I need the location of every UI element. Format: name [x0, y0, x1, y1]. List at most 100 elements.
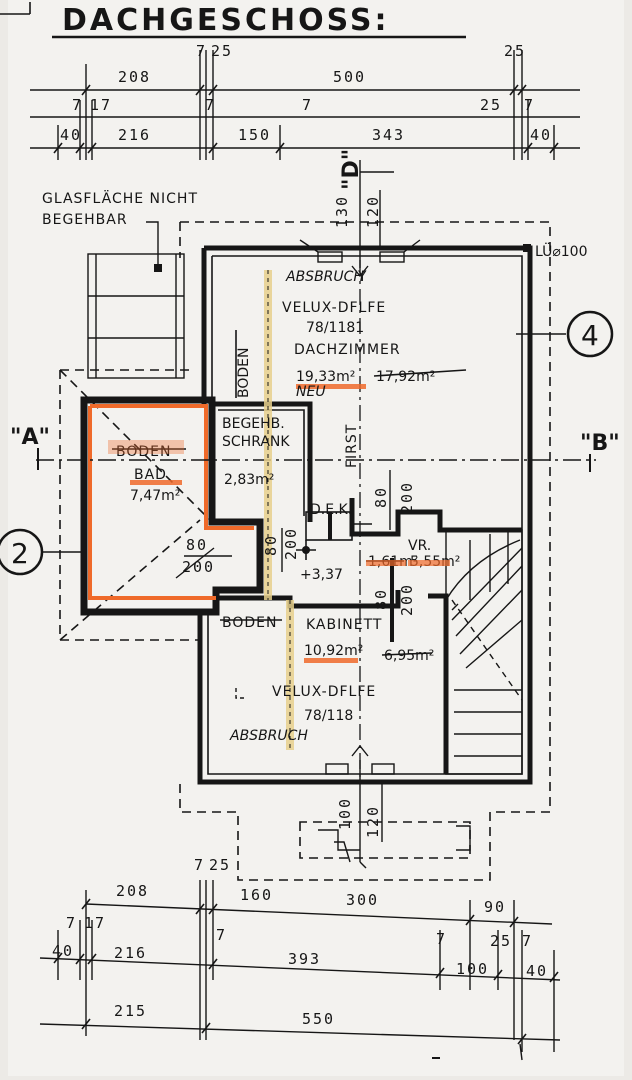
- glass-note-line2: BEGEHBAR: [42, 212, 128, 228]
- dim-top3-40: 40: [60, 126, 82, 144]
- kabinett-area-old-strike: [381, 652, 433, 656]
- dim-bottom1-25: 25: [209, 856, 231, 874]
- bad-name: BAD: [134, 467, 167, 483]
- door-bad-height: 200: [182, 558, 215, 576]
- door-bad: [175, 547, 232, 579]
- dim-top2-17: 17: [90, 96, 112, 114]
- door-dek-width: 80: [372, 486, 390, 508]
- marker-y-top: Y: [357, 269, 367, 285]
- section-lines: [36, 260, 596, 780]
- insulation-strip-upper: [264, 270, 272, 600]
- dim-bottom2-7d: 7: [522, 932, 533, 950]
- dim-bottom3-40: 40: [52, 942, 74, 960]
- dim-bottom2-7: 7: [66, 914, 77, 932]
- dachzimmer-size: 78/1181: [306, 320, 364, 336]
- dachzimmer-name: DACHZIMMER: [294, 342, 401, 358]
- top-window-detail: [299, 160, 421, 278]
- dachzimmer-area-old-strike: [373, 369, 467, 377]
- door-kab-width: 80: [372, 588, 390, 610]
- dim-top3-216: 216: [118, 126, 151, 144]
- top-dimension-chains: [30, 50, 580, 160]
- dim-top-25: 25: [211, 42, 233, 60]
- bad-boden-highlight: [108, 440, 184, 454]
- section-mark-b: "B": [580, 431, 620, 456]
- abstract-note-top: ABSBRUCH: [285, 269, 364, 285]
- dim-bottom3-393: 393: [288, 950, 321, 968]
- dachzimmer-area-highlight: [296, 384, 366, 389]
- dim-top-120: 120: [364, 195, 382, 228]
- door-dek-height: 200: [398, 481, 416, 514]
- door-bad-width: 80: [186, 536, 208, 554]
- bad-area: 7,47m²: [130, 488, 180, 504]
- dim-top2-7d: 7: [524, 96, 535, 114]
- dim-top3-343: 343: [372, 126, 405, 144]
- kabinett-area-old: 6,95m²: [384, 648, 434, 664]
- dim-bottom3-100: 100: [456, 960, 489, 978]
- dim-bottom2-7b: 7: [216, 926, 227, 944]
- kabinett-area-highlight: [304, 658, 358, 663]
- dachzimmer-velux: VELUX-DFLFE: [282, 300, 386, 316]
- abstract-note-bottom: ABSBRUCH: [229, 728, 308, 744]
- dim-top3-150: 150: [238, 126, 271, 144]
- bad-boden: BODEN: [116, 444, 171, 460]
- dim-top-500: 500: [333, 68, 366, 86]
- vr-new-highlight: [408, 560, 450, 566]
- dim-top2-7c: 7: [302, 96, 313, 114]
- vr-old-highlight: [366, 560, 406, 566]
- dim-bottom3-40b: 40: [526, 962, 548, 980]
- dim-top-7: 7: [196, 42, 207, 60]
- dim-bottom2-17: 17: [84, 914, 106, 932]
- dim-top2-25: 25: [480, 96, 502, 114]
- dim-bottom-120: 120: [364, 805, 382, 838]
- dim-bottom2-25: 25: [490, 932, 512, 950]
- kabinett-name: KABINETT: [306, 617, 382, 633]
- dim-top2-7b: 7: [205, 96, 216, 114]
- axis-2-circle: [0, 528, 44, 576]
- ridge-label: FIRST: [344, 424, 360, 468]
- glass-roof: [87, 221, 185, 379]
- axis-4-label: 4: [581, 319, 599, 352]
- axis-2-label: 2: [11, 537, 29, 570]
- dachzimmer-area-old: 17,92m²: [376, 369, 435, 385]
- dim-top-208: 208: [118, 68, 151, 86]
- staircase: [445, 529, 523, 775]
- level-label: +3,37: [300, 567, 343, 583]
- door-schrank-width: 80: [262, 534, 280, 556]
- dim-bottom1-300: 300: [346, 891, 379, 909]
- door-kab-height: 200: [398, 583, 416, 616]
- dim-bottom1-160: 160: [240, 886, 273, 904]
- door-schrank-height: 200: [282, 527, 300, 560]
- kabinett-size: 78/118: [304, 708, 353, 724]
- dim-bottom4-215: 215: [114, 1002, 147, 1020]
- vent-marker: [523, 244, 531, 252]
- dachzimmer-area-new: 19,33m²: [296, 369, 355, 385]
- kabinett-window-mark: [235, 688, 246, 699]
- dim-top3-40b: 40: [530, 126, 552, 144]
- dachzimmer-boden: BODEN: [236, 348, 252, 398]
- bath-walls: [80, 396, 264, 616]
- dim-bottom1-208: 208: [116, 882, 149, 900]
- axis-4-circle: [566, 310, 614, 358]
- bottom-window-detail: [318, 744, 471, 869]
- schrank-area: 2,83m²: [224, 472, 274, 488]
- dim-bottom-100: 100: [336, 797, 354, 830]
- dim-bottom4-550: 550: [302, 1010, 335, 1028]
- section-mark-d: "D": [339, 149, 364, 190]
- dek-label: D.E.K.: [310, 502, 352, 518]
- vr-name: VR.: [408, 538, 431, 554]
- glass-note-line1: GLASFLÄCHE NICHT: [42, 189, 198, 207]
- bad-name-highlight: [130, 480, 182, 485]
- kabinett-area-new: 10,92m²: [304, 643, 363, 659]
- dim-top-25b: 25: [504, 42, 526, 60]
- dim-top-130: 130: [333, 195, 351, 228]
- dim-top2-7: 7: [72, 96, 83, 114]
- section-mark-a: "A": [10, 425, 50, 450]
- bottom-dimension-chains: [39, 880, 561, 1061]
- kabinett-velux: VELUX-DFLFE: [272, 684, 376, 700]
- plan-title: DACHGESCHOSS:: [62, 3, 389, 38]
- dim-bottom1-90: 90: [484, 898, 506, 916]
- vent-label: LÜ⌀100: [535, 242, 588, 260]
- level-marker: [296, 540, 316, 560]
